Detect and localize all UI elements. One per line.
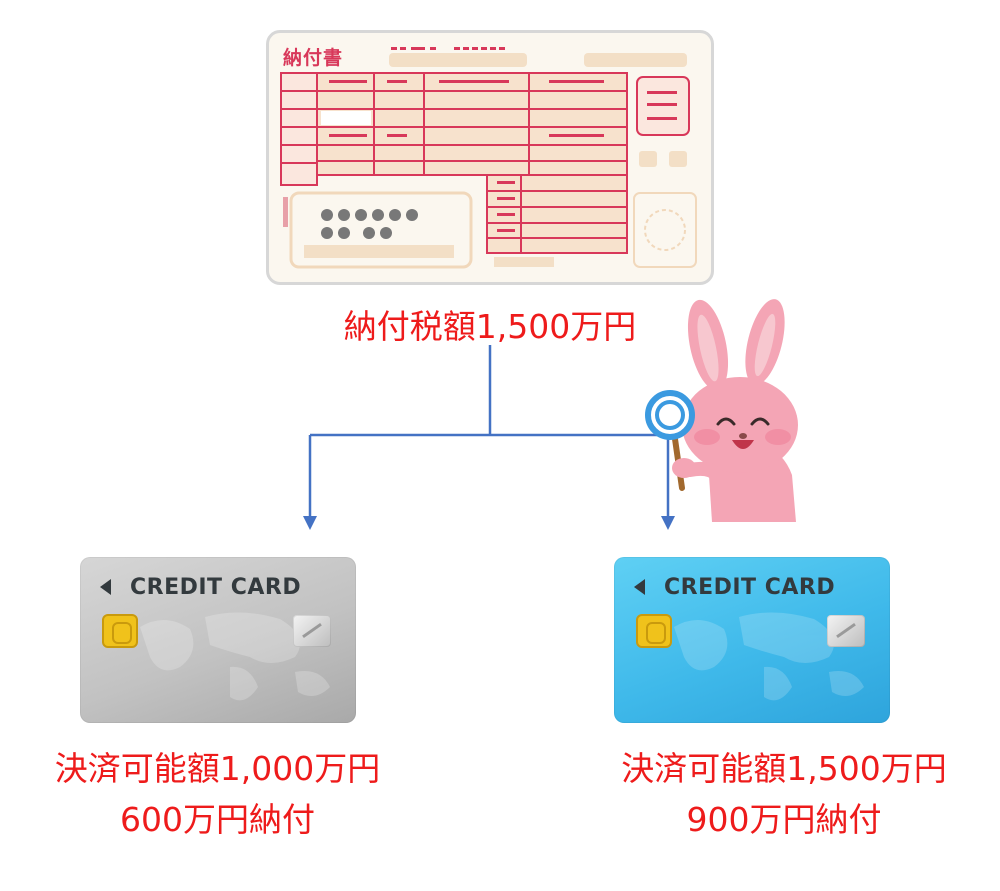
world-map-pattern [674,612,864,701]
credit-card-grey: CREDIT CARD [80,557,356,723]
payment-slip: 納付書 [266,30,714,285]
right-card-limit-caption: 決済可能額1,500万円 [621,749,947,788]
slip-form-grid [280,47,697,269]
chip-icon [102,614,138,648]
left-card-paid-caption: 600万円納付 [120,800,315,839]
world-map-pattern [140,612,330,701]
hologram-icon [827,615,865,647]
hologram-icon [293,615,331,647]
arrow-head-left [303,516,317,530]
slip-title: 納付書 [283,47,344,69]
left-arrow-icon [634,579,645,595]
rabbit-mascot-illustration [645,299,798,522]
card-brand-label: CREDIT CARD [130,575,302,600]
left-arrow-icon [100,579,111,595]
left-card-limit-caption: 決済可能額1,000万円 [54,749,381,788]
chip-icon [636,614,672,648]
right-card-paid-caption: 900万円納付 [686,800,882,839]
total-tax-caption: 納付税額1,500万円 [343,307,637,346]
arrow-head-right [661,516,675,530]
credit-card-blue: CREDIT CARD [614,557,890,723]
card-brand-label: CREDIT CARD [664,575,836,600]
